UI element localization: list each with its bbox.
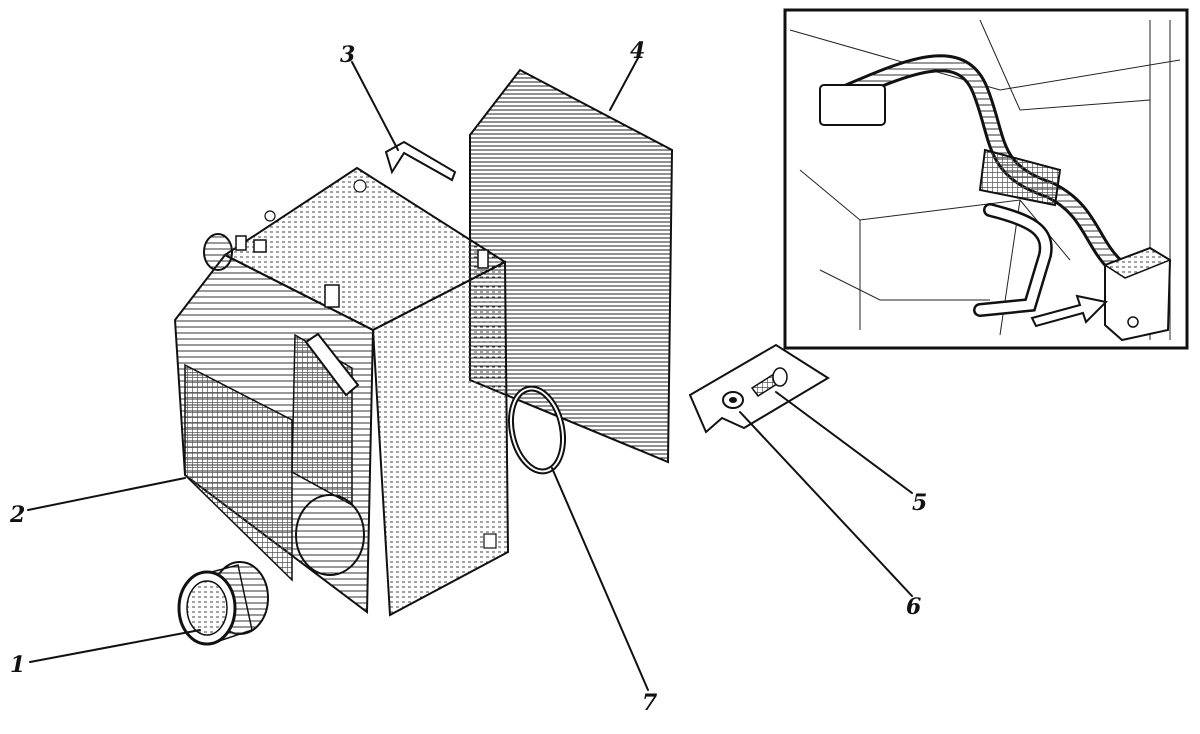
callout-4: 4 [630,38,645,64]
seal-ring [508,385,566,475]
intake-nozzle [177,561,269,646]
callout-1: 1 [10,652,25,678]
screw [750,367,788,398]
callout-2: 2 [9,502,25,528]
callout-3: 3 [340,42,355,68]
washer [722,391,744,409]
callout-6: 6 [906,594,921,620]
bracket [384,140,457,182]
installed-location-inset [783,8,1189,350]
hardware-callout-box [688,343,830,434]
arrow-icon [1030,294,1109,328]
filter-panel [469,68,674,464]
callout-5: 5 [912,490,927,516]
housing [173,166,510,617]
callout-7: 7 [642,690,658,716]
leader-lines [27,57,913,691]
